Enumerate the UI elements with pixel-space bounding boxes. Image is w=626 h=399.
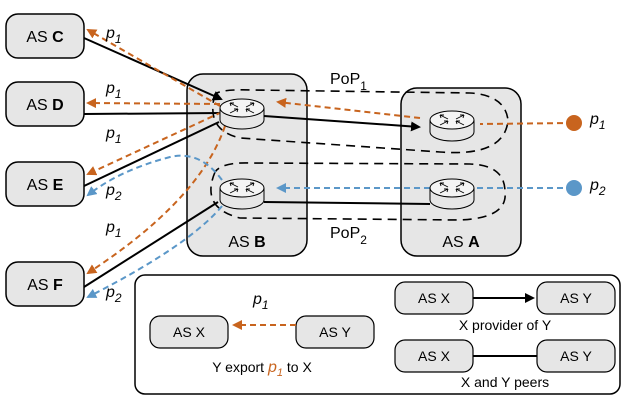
legend-provider-right-box [536,281,616,315]
router-b-pop1 [219,98,265,130]
p2-label-e: p2 [105,182,122,203]
p1-announce-a [479,122,574,125]
legend-export-from-label: AS X [173,324,206,340]
pop2-outline [210,162,506,221]
legend-provider-caption: X provider of Y [459,317,552,333]
link-b-a-pop1 [263,115,421,132]
legend-box [134,274,621,395]
legend-export-to-box [295,315,375,349]
as-e-box [5,161,85,207]
legend-export-to-label: AS Y [319,324,351,340]
as-c-box [5,13,85,59]
as-d-label: AS D [26,97,63,114]
as-d-box [5,81,85,127]
as-f-box [5,261,85,307]
legend-peer-left-label: AS X [418,348,451,364]
p2-label-f: p2 [105,284,122,305]
router-a-pop1 [429,110,475,142]
p1-label-d: p1 [105,80,122,101]
p1-origin-dot [566,115,582,131]
link-b-a-pop2 [263,201,431,205]
as-c-label: AS C [26,29,64,46]
p1-b-to-f [86,125,226,275]
p2-origin-label: p2 [589,177,606,198]
pop2-label: PoP2 [330,225,367,247]
legend-peer-caption: X and Y peers [461,374,549,390]
p1-b-to-d [86,98,221,109]
router-b-pop2 [219,178,265,210]
legend-export-prefix: p1 [252,291,269,312]
legend-export-from-box [149,315,229,349]
as-f-label: AS F [27,277,63,294]
link-f-b [83,201,219,288]
p2-b-to-f [86,197,229,298]
p1-label-e: p1 [105,125,122,146]
link-d-b [83,112,223,115]
as-a-label: AS A [442,234,480,251]
p1-b-to-e [86,111,223,176]
link-e-b [83,121,220,187]
pop1-outline [211,89,509,154]
legend-export-caption: Y export p1 to X [212,359,312,379]
p2-origin-dot [566,180,582,196]
p1-label-f: p1 [105,219,122,240]
legend-provider-right-label: AS Y [560,290,592,306]
as-b-container [186,73,308,257]
router-a-pop2 [429,178,475,210]
as-e-label: AS E [27,177,64,194]
legend-peer-right-label: AS Y [560,348,592,364]
p1-b-to-c [86,29,221,107]
legend-provider-left-label: AS X [418,290,451,306]
p1-a-to-b [276,97,421,119]
p1-origin-label: p1 [589,111,606,132]
link-c-b [83,37,223,101]
p1-label-c: p1 [105,25,122,46]
p2-b-to-e [86,154,223,197]
as-b-label: AS B [228,234,265,251]
pop1-label: PoP1 [330,71,367,93]
